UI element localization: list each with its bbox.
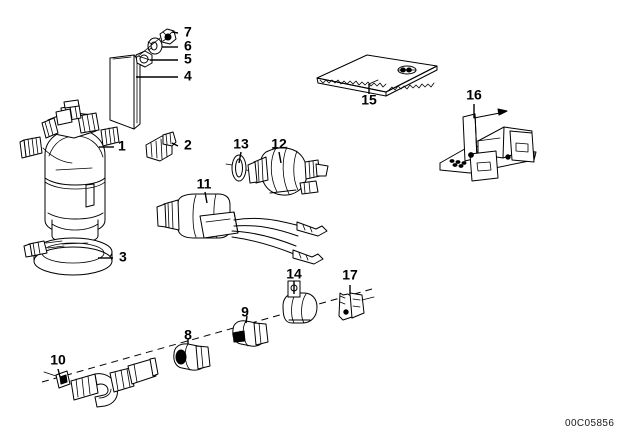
callout-label-7: 7 bbox=[184, 24, 192, 40]
refrigerant-hose-assembly bbox=[70, 357, 159, 408]
refrigerant-line-route-axis bbox=[41, 288, 373, 383]
callout-label-13: 13 bbox=[233, 136, 249, 152]
callout-label-5: 5 bbox=[184, 51, 192, 67]
callout-label-11: 11 bbox=[197, 176, 212, 192]
callout-leader-2 bbox=[171, 142, 179, 147]
callout-label-6: 6 bbox=[184, 38, 192, 54]
part-7-hex-nut bbox=[159, 28, 177, 45]
callout-label-15: 15 bbox=[361, 92, 377, 108]
callout-leader-9 bbox=[245, 315, 248, 324]
part-12-expansion-valve bbox=[247, 146, 329, 196]
diagram-id-watermark: 00C05856 bbox=[565, 418, 614, 429]
part-15-insulation-mat-panel bbox=[316, 54, 438, 97]
part-13-o-ring-seal bbox=[225, 154, 255, 182]
callout-label-12: 12 bbox=[271, 136, 287, 152]
callout-label-3: 3 bbox=[119, 249, 127, 265]
callout-leader-13 bbox=[238, 151, 242, 164]
callout-leader-12 bbox=[278, 151, 282, 164]
callout-label-17: 17 bbox=[342, 267, 358, 283]
callout-label-8: 8 bbox=[184, 327, 192, 343]
callout-leader-7 bbox=[171, 31, 179, 34]
callout-labels: 1 2 3 4 5 6 7 8 9 10 11 12 13 14 15 16 1… bbox=[50, 24, 482, 368]
part-1-receiver-drier-assembly bbox=[19, 99, 120, 244]
callout-label-16: 16 bbox=[466, 87, 482, 103]
part-4-mounting-plate-bracket bbox=[109, 54, 141, 130]
part-9-line-grommet-small bbox=[232, 320, 269, 347]
callout-label-14: 14 bbox=[286, 266, 302, 282]
fastener-stud-axis bbox=[135, 37, 161, 59]
callout-leader-10 bbox=[57, 368, 61, 378]
callout-label-4: 4 bbox=[184, 68, 192, 84]
callout-leader-15 bbox=[368, 79, 379, 94]
callout-leader-5 bbox=[137, 55, 178, 61]
part-16-mounting-bracket bbox=[439, 108, 537, 182]
callout-label-2: 2 bbox=[184, 137, 192, 153]
part-8-line-grommet-large bbox=[173, 343, 211, 371]
callout-label-9: 9 bbox=[241, 304, 249, 320]
part-11-pressure-switch-with-leads bbox=[156, 193, 328, 265]
callout-label-10: 10 bbox=[50, 352, 66, 368]
part-3-band-clamp bbox=[23, 237, 113, 276]
part-17-line-retaining-clip bbox=[338, 292, 375, 321]
callout-leader-11 bbox=[204, 191, 208, 204]
callout-label-1: 1 bbox=[118, 138, 126, 154]
